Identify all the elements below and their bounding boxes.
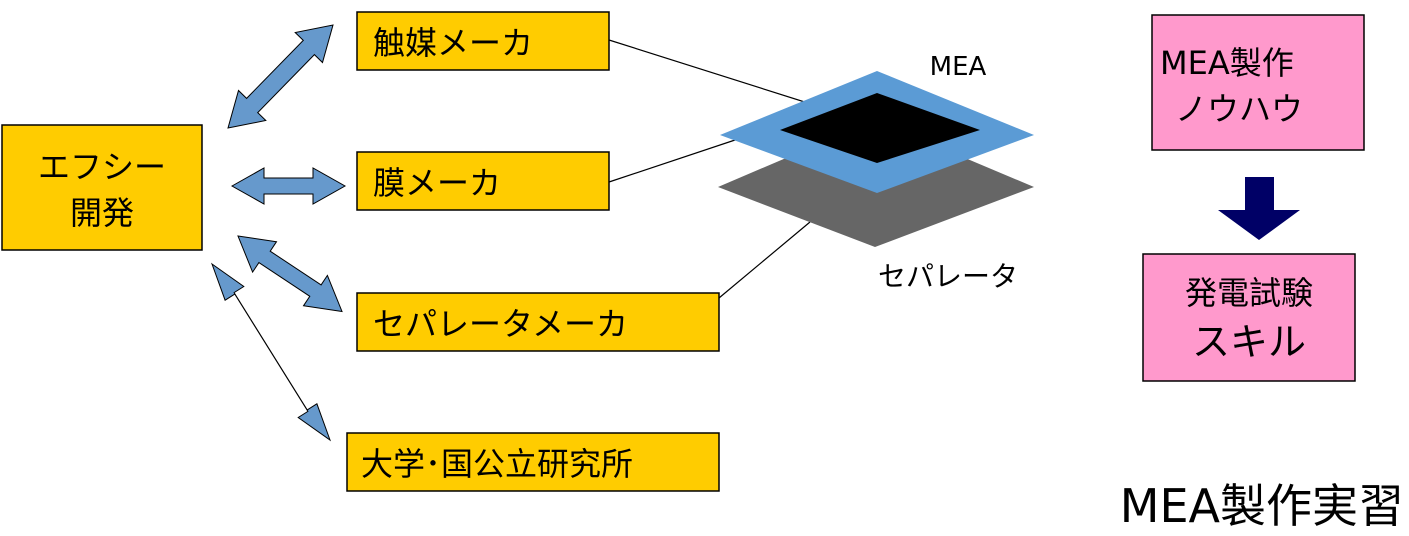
catalyst-maker-box: 触媒メーカ bbox=[356, 11, 610, 71]
efc-box: エフシー 開発 bbox=[1, 124, 203, 251]
membrane-maker-rect bbox=[356, 151, 610, 211]
knowhow-rect bbox=[1151, 14, 1365, 151]
catalyst-maker-label: 触媒メーカ bbox=[373, 24, 533, 62]
arrow-efc-university bbox=[210, 262, 332, 442]
skill-line2: スキル bbox=[1192, 320, 1306, 364]
knowhow-box: MEA製作 ノウハウ bbox=[1151, 14, 1365, 151]
membrane-maker-box: 膜メーカ bbox=[356, 151, 610, 211]
efc-box-rect bbox=[1, 124, 203, 251]
arrow-efc-membrane bbox=[230, 167, 347, 205]
connector-membrane-mea bbox=[608, 134, 751, 183]
mea-label: MEA bbox=[930, 52, 987, 82]
separator-label: セパレータ bbox=[878, 260, 1018, 293]
connector-separator-plate bbox=[718, 221, 811, 299]
arrow-efc-separator-maker bbox=[237, 235, 343, 313]
separator-maker-label: セパレータメーカ bbox=[373, 305, 628, 343]
knowhow-line2: ノウハウ bbox=[1175, 90, 1303, 128]
connector-catalyst-mea bbox=[608, 39, 831, 111]
skill-line1: 発電試験 bbox=[1185, 274, 1313, 312]
down-arrow bbox=[1218, 177, 1300, 240]
knowhow-line1: MEA製作 bbox=[1160, 44, 1294, 82]
skill-rect bbox=[1142, 253, 1356, 382]
arrow-efc-catalyst bbox=[227, 24, 334, 129]
efc-box-line1: エフシー bbox=[38, 148, 166, 186]
university-label: 大学･国公立研究所 bbox=[361, 445, 633, 483]
university-box: 大学･国公立研究所 bbox=[346, 432, 720, 492]
university-rect bbox=[346, 432, 720, 492]
mea-center bbox=[780, 93, 980, 163]
page-title: MEA製作実習 bbox=[1120, 479, 1404, 533]
efc-box-line2: 開発 bbox=[70, 194, 134, 232]
catalyst-maker-rect bbox=[356, 11, 610, 71]
skill-box: 発電試験 スキル bbox=[1142, 253, 1356, 382]
membrane-maker-label: 膜メーカ bbox=[373, 164, 501, 202]
separator-maker-box: セパレータメーカ bbox=[356, 292, 720, 352]
separator-maker-rect bbox=[356, 292, 720, 352]
